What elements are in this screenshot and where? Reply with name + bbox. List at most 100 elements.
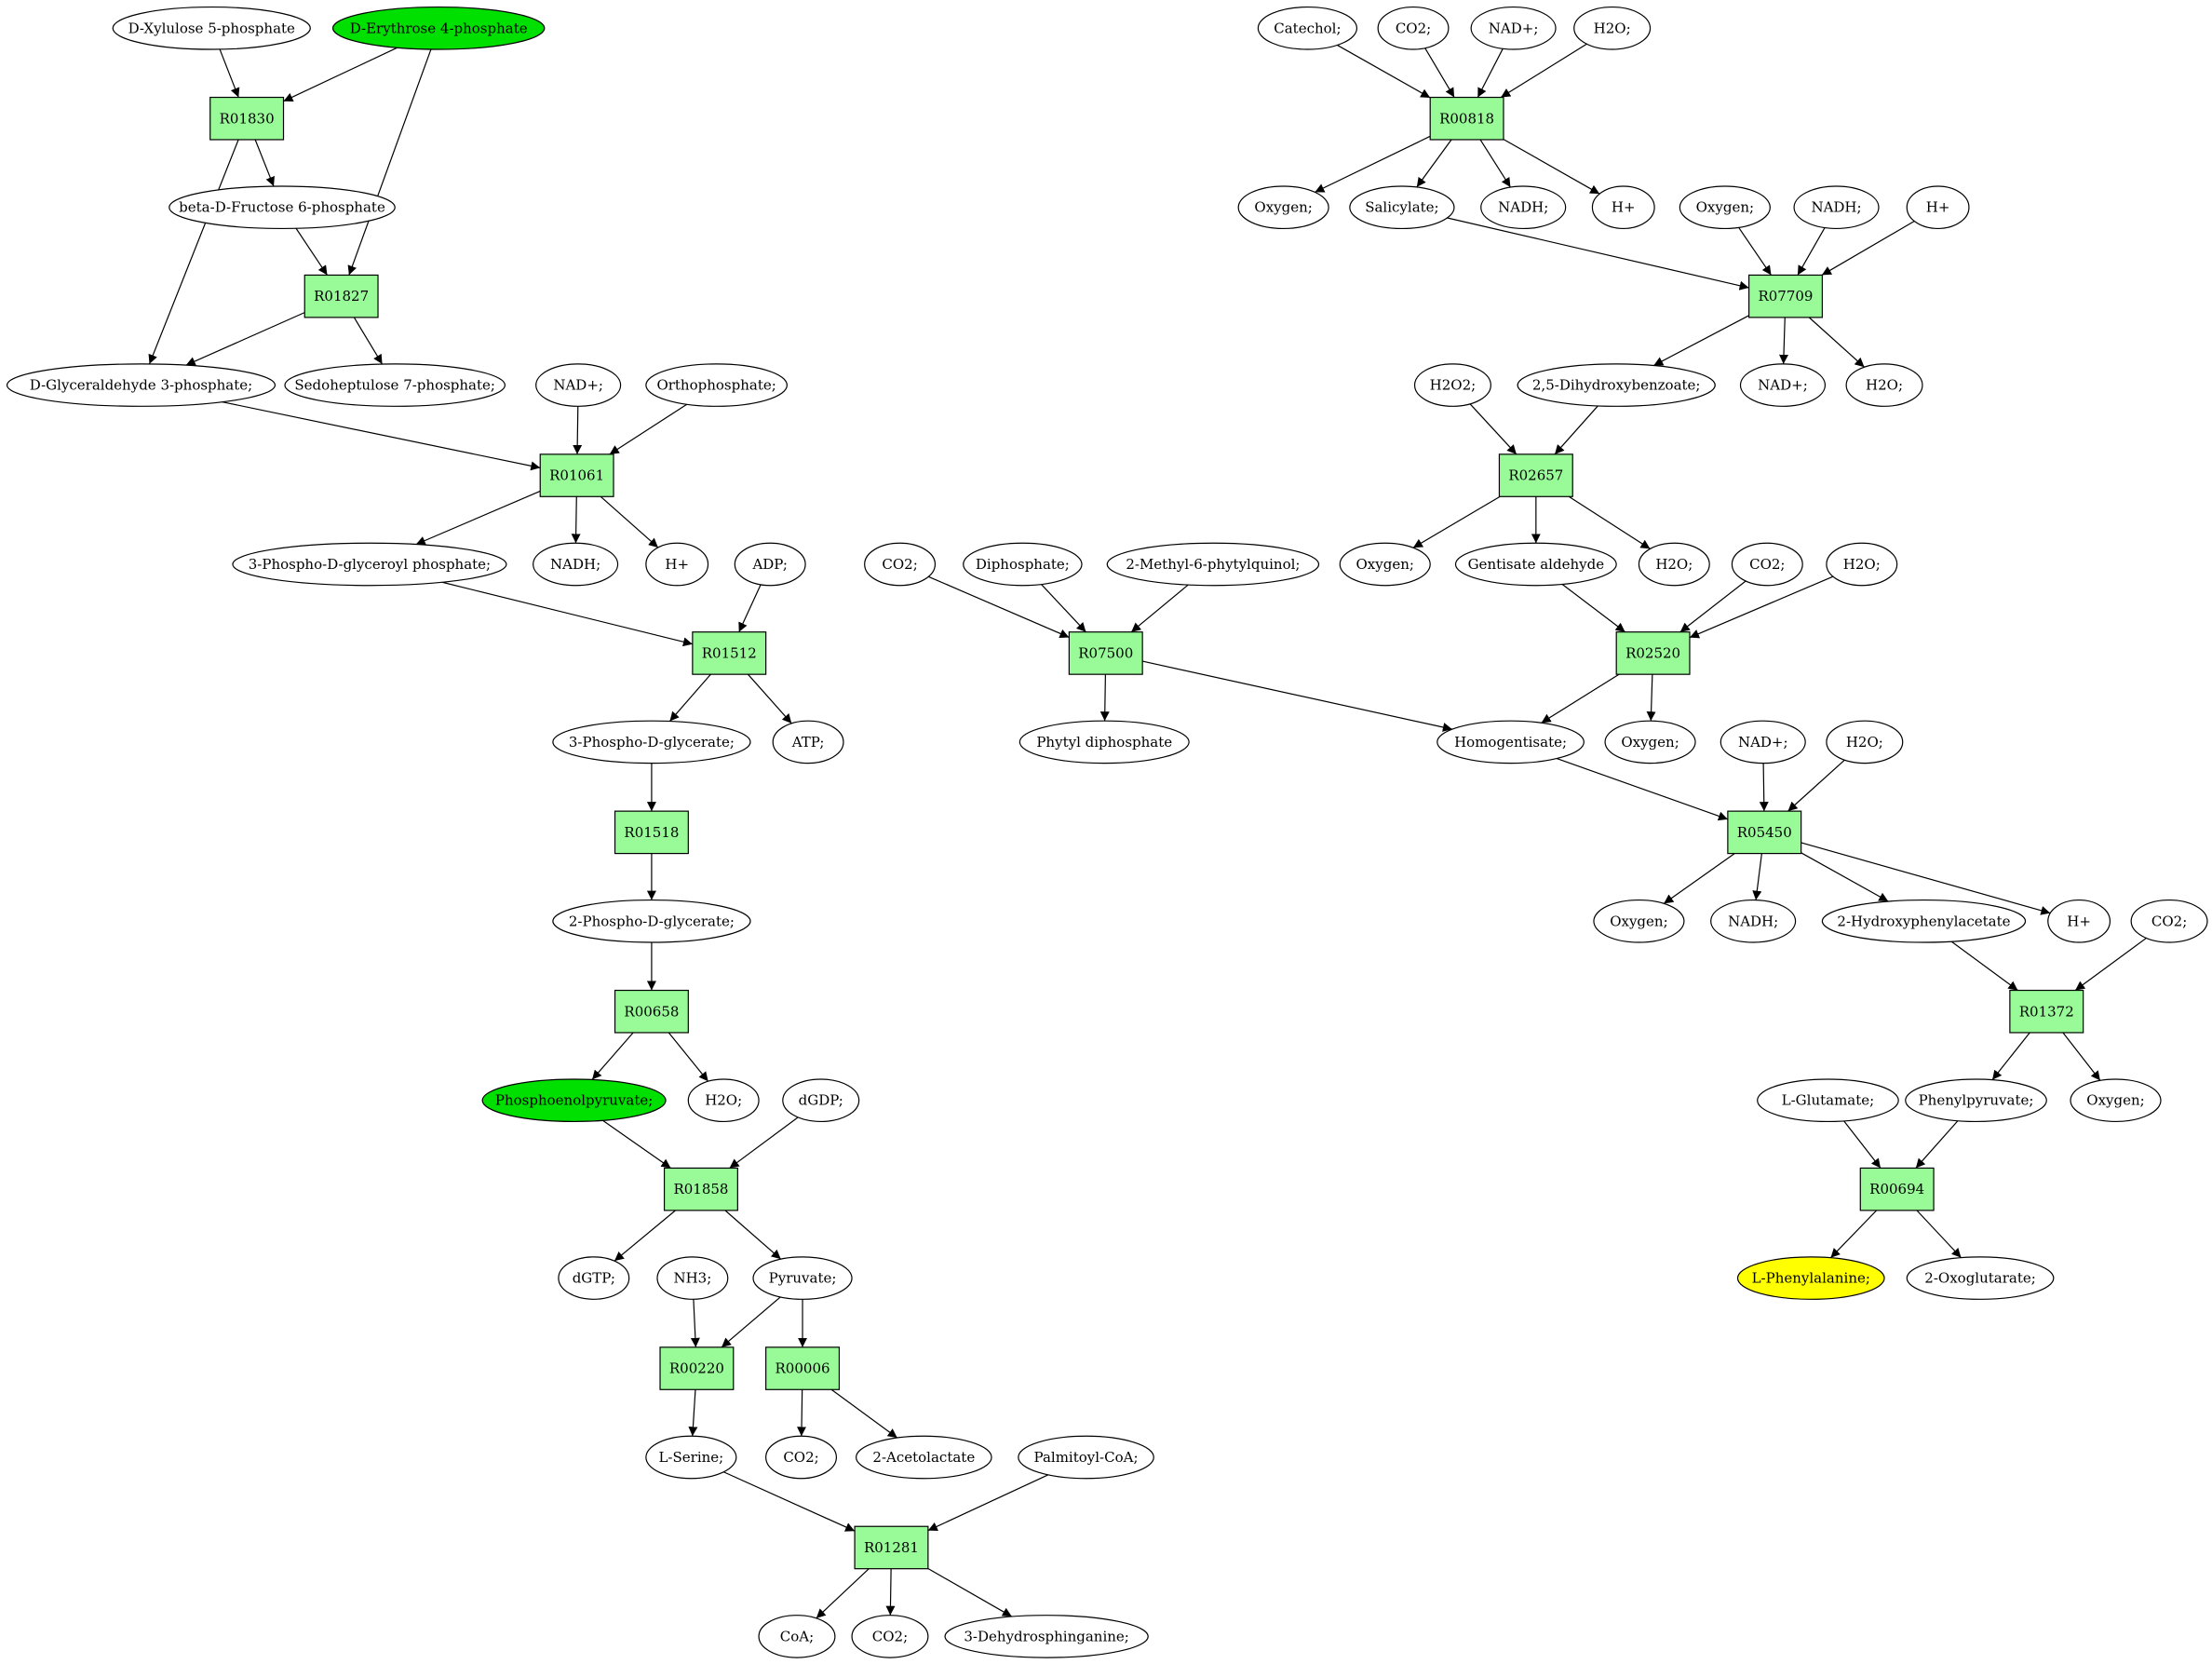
compound-node[interactable]: D-Glyceraldehyde 3-phosphate;: [6, 363, 276, 407]
reaction-label: R01827: [314, 288, 369, 304]
compound-node[interactable]: Sedoheptulose 7-phosphate;: [284, 363, 506, 407]
compound-node[interactable]: Salicylate;: [1349, 185, 1455, 230]
compound-ellipse: [1517, 363, 1716, 407]
compound-ellipse: [1736, 1256, 1885, 1300]
compound-label: Salicylate;: [1365, 199, 1438, 216]
reaction-node[interactable]: R01061: [539, 453, 614, 497]
compound-node[interactable]: 2-Hydroxyphenylacetate: [1821, 899, 2027, 943]
compound-node[interactable]: 2-Methyl-6-phytylquinol;: [1106, 542, 1320, 587]
reaction-node[interactable]: R00220: [659, 1346, 735, 1390]
compound-node[interactable]: dGTP;: [558, 1256, 630, 1300]
compound-node[interactable]: Palmitoyl-CoA;: [1018, 1435, 1154, 1480]
reaction-node[interactable]: R00694: [1859, 1167, 1935, 1211]
compound-node[interactable]: Phosphoenolpyruvate;: [481, 1078, 667, 1123]
compound-node[interactable]: 2-Oxoglutarate;: [1906, 1256, 2055, 1300]
compound-node[interactable]: H2O2;: [1413, 363, 1491, 407]
compound-node[interactable]: NAD+;: [1470, 6, 1557, 50]
compound-node[interactable]: Oxygen;: [1237, 185, 1329, 230]
compound-label: beta-D-Fructose 6-phosphate: [179, 199, 385, 216]
compound-node[interactable]: 3-Phospho-D-glycerate;: [552, 720, 751, 764]
compound-label: dGDP;: [799, 1092, 843, 1109]
reaction-node[interactable]: R00006: [765, 1346, 841, 1390]
compound-label: D-Glyceraldehyde 3-phosphate;: [30, 377, 252, 394]
reaction-node[interactable]: R00818: [1429, 96, 1504, 141]
reaction-node[interactable]: R01372: [2009, 989, 2084, 1034]
compound-node[interactable]: Diphosphate;: [963, 542, 1083, 587]
compound-node[interactable]: beta-D-Fructose 6-phosphate: [169, 185, 396, 230]
compound-node[interactable]: Phytyl diphosphate: [1018, 720, 1190, 764]
compound-node[interactable]: L-Serine;: [645, 1435, 737, 1480]
compound-node[interactable]: CO2;: [2130, 899, 2208, 943]
compound-node[interactable]: H+: [645, 542, 709, 587]
edge-c37-to-r12: [1797, 227, 1826, 276]
compound-ellipse: [2130, 899, 2208, 943]
compound-node[interactable]: Catechol;: [1257, 6, 1358, 50]
compound-node[interactable]: Oxygen;: [1604, 720, 1696, 764]
compound-node[interactable]: 2-Phospho-D-glycerate;: [552, 899, 751, 943]
compound-node[interactable]: H2O;: [1826, 542, 1898, 587]
compound-node[interactable]: L-Glutamate;: [1757, 1078, 1899, 1123]
compound-node[interactable]: dGDP;: [782, 1078, 860, 1123]
compound-node[interactable]: NADH;: [1710, 899, 1797, 943]
edge-c19-to-r8: [690, 1299, 700, 1347]
compound-node[interactable]: Oxygen;: [1339, 542, 1431, 587]
compound-node[interactable]: NAD+;: [1739, 363, 1827, 407]
compound-node[interactable]: NADH;: [1480, 185, 1567, 230]
compound-node[interactable]: NAD+;: [1720, 720, 1806, 764]
compound-node[interactable]: NH3;: [656, 1256, 729, 1300]
compound-node[interactable]: CO2;: [1731, 542, 1803, 587]
compound-node[interactable]: H2O;: [1826, 720, 1904, 764]
compound-node[interactable]: D-Erythrose 4-phosphate: [331, 6, 546, 50]
reaction-node[interactable]: R05450: [1727, 810, 1802, 855]
reaction-node[interactable]: R00658: [614, 989, 689, 1034]
compound-node[interactable]: Oxygen;: [1679, 185, 1771, 230]
reaction-node[interactable]: R02520: [1615, 631, 1691, 675]
compound-node[interactable]: 3-Phospho-D-glyceroyl phosphate;: [232, 542, 507, 587]
compound-node[interactable]: H2O;: [1845, 363, 1923, 407]
compound-node[interactable]: Oxygen;: [1593, 899, 1685, 943]
compound-node[interactable]: CO2;: [851, 1615, 929, 1658]
reaction-node[interactable]: R01830: [209, 96, 285, 141]
reaction-node[interactable]: R01858: [663, 1167, 738, 1211]
compound-label: NAD+;: [1489, 20, 1539, 36]
compound-node[interactable]: Phenylpyruvate;: [1905, 1078, 2047, 1123]
compound-node[interactable]: H+: [2047, 899, 2111, 943]
reaction-node[interactable]: R01827: [303, 274, 379, 318]
reaction-node[interactable]: R02657: [1498, 453, 1573, 497]
reaction-node[interactable]: R07709: [1747, 274, 1823, 318]
compound-node[interactable]: CO2;: [864, 542, 937, 587]
edge-r17-to-c63: [2062, 1032, 2101, 1081]
compound-node[interactable]: 3-Dehydrosphinganine;: [944, 1615, 1149, 1658]
compound-node[interactable]: NADH;: [1793, 185, 1880, 230]
compound-node[interactable]: D-Xylulose 5-phosphate: [112, 6, 311, 50]
compound-node[interactable]: Pyruvate;: [752, 1256, 853, 1300]
compound-node[interactable]: Homogentisate;: [1436, 720, 1585, 764]
compound-node[interactable]: H2O;: [1573, 6, 1652, 50]
edge-c47-to-r15: [1561, 583, 1626, 633]
compound-node[interactable]: Orthophosphate;: [645, 363, 788, 407]
compound-node[interactable]: 2,5-Dihydroxybenzoate;: [1517, 363, 1716, 407]
compound-node[interactable]: NAD+;: [535, 363, 622, 407]
compound-node[interactable]: H+: [1591, 185, 1655, 230]
compound-label: CO2;: [2151, 913, 2187, 929]
compound-node[interactable]: CoA;: [758, 1615, 836, 1658]
compound-ellipse: [112, 6, 311, 50]
compound-label: 2-Methyl-6-phytylquinol;: [1126, 556, 1300, 573]
edge-c21-to-r10: [723, 1471, 856, 1532]
reaction-node[interactable]: R07500: [1068, 631, 1143, 675]
compound-node[interactable]: H2O;: [1638, 542, 1710, 587]
compound-node[interactable]: L-Phenylalanine;: [1736, 1256, 1885, 1300]
compound-node[interactable]: CO2;: [765, 1435, 837, 1480]
compound-node[interactable]: ATP;: [772, 720, 844, 764]
reaction-node[interactable]: R01518: [614, 810, 689, 855]
compound-node[interactable]: Oxygen;: [2070, 1078, 2162, 1123]
reaction-node[interactable]: R01281: [854, 1525, 929, 1570]
compound-node[interactable]: NADH;: [533, 542, 619, 587]
compound-node[interactable]: ADP;: [734, 542, 806, 587]
reaction-node[interactable]: R01512: [692, 631, 767, 675]
compound-node[interactable]: Gentisate aldehyde: [1454, 542, 1617, 587]
compound-node[interactable]: 2-Acetolactate: [856, 1435, 992, 1480]
compound-node[interactable]: CO2;: [1377, 6, 1450, 50]
compound-node[interactable]: H+: [1906, 185, 1970, 230]
compound-node[interactable]: H2O;: [687, 1078, 760, 1123]
